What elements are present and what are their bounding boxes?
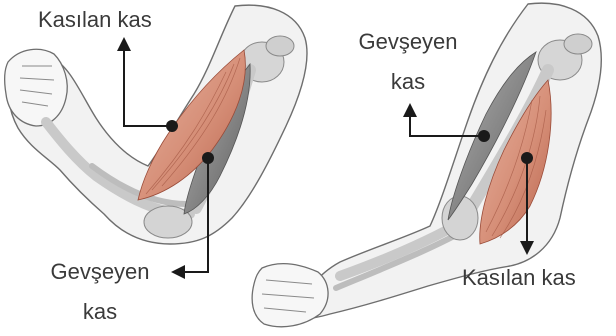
arrow-up-icon: [124, 44, 172, 126]
label-right-relaxed-line2: kas: [338, 70, 478, 94]
label-left-relaxed-line2: kas: [30, 300, 170, 324]
label-right-contracted: Kasılan kas: [462, 266, 576, 290]
label-left-relaxed-line1: Gevşeyen: [30, 260, 170, 284]
label-left-contracted: Kasılan kas: [38, 8, 152, 32]
label-left-relaxed: Gevşeyen kas: [30, 260, 170, 324]
label-right-relaxed: Gevşeyen kas: [338, 30, 478, 94]
left-fist: [5, 49, 68, 126]
label-right-relaxed-line1: Gevşeyen: [338, 30, 478, 54]
arm-flexed-illustration: [5, 5, 307, 244]
